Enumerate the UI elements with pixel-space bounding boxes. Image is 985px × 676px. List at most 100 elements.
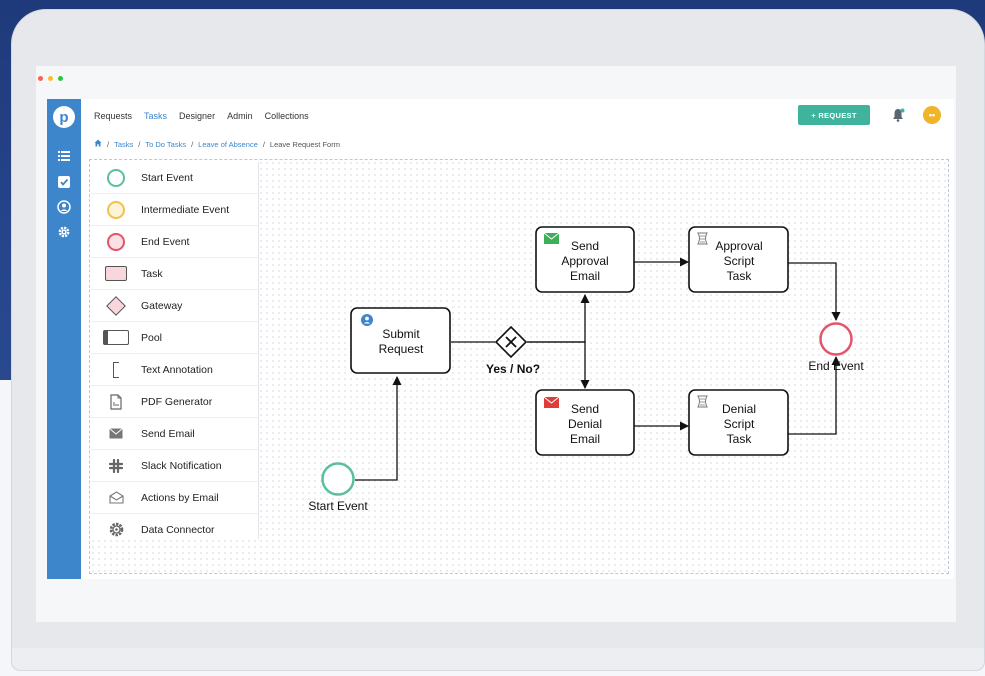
gateway-label: Yes / No? <box>486 362 540 376</box>
start-event-node[interactable]: Start Event <box>308 462 368 514</box>
palette-item-intermediate-event[interactable]: Intermediate Event <box>91 194 258 226</box>
pool-icon <box>103 330 129 345</box>
send-denial-label-line2: Denial <box>568 417 602 431</box>
top-navigation: Requests Tasks Designer Admin Collection… <box>94 111 309 121</box>
flow-start-to-submit[interactable] <box>355 376 402 481</box>
text-annotation-icon <box>113 361 119 378</box>
end-event-icon <box>107 232 125 251</box>
laptop-base <box>12 648 984 670</box>
element-palette: Start Event Intermediate Event End Event… <box>91 162 258 539</box>
nav-tasks[interactable]: Tasks <box>144 111 168 121</box>
palette-item-label: Task <box>141 267 163 280</box>
nav-collections[interactable]: Collections <box>264 111 309 121</box>
palette-item-start-event[interactable]: Start Event <box>91 162 258 194</box>
palette-item-task[interactable]: Task <box>91 258 258 290</box>
flow-denial-script-to-end[interactable] <box>788 356 841 435</box>
new-request-button[interactable]: + REQUEST <box>798 105 870 125</box>
task-icon <box>105 266 127 281</box>
pdf-icon <box>110 393 122 410</box>
palette-item-label: Pool <box>141 331 163 344</box>
end-event-node[interactable]: End Event <box>808 322 864 374</box>
send-denial-label-line3: Email <box>570 432 600 446</box>
script-icon <box>697 232 708 245</box>
denial-script-label-line1: Denial <box>722 402 756 416</box>
gear-icon[interactable] <box>57 225 71 239</box>
flow-gateway-to-approval[interactable] <box>527 294 590 343</box>
start-event-icon <box>107 168 125 187</box>
nav-requests[interactable]: Requests <box>94 111 133 121</box>
denial-script-label-line2: Script <box>724 417 755 431</box>
green-envelope-icon <box>543 232 560 244</box>
connector-gear-icon <box>109 522 123 537</box>
palette-item-label: Text Annotation <box>141 363 213 376</box>
logo[interactable]: p <box>53 106 75 128</box>
home-icon[interactable] <box>94 139 102 149</box>
palette-item-pdf-generator[interactable]: PDF Generator <box>91 386 258 418</box>
palette-item-gateway[interactable]: Gateway <box>91 290 258 322</box>
send-denial-label-line1: Send <box>571 402 599 416</box>
palette-item-label: Actions by Email <box>141 491 219 504</box>
minimize-dot[interactable] <box>48 76 53 81</box>
palette-item-actions-by-email[interactable]: Actions by Email <box>91 482 258 514</box>
exclusive-gateway[interactable]: Yes / No? <box>486 325 540 376</box>
slack-icon <box>109 458 123 473</box>
approval-script-label-line2: Script <box>724 254 755 268</box>
list-icon[interactable] <box>57 149 71 163</box>
check-square-icon[interactable] <box>57 175 71 189</box>
nav-admin[interactable]: Admin <box>227 111 253 121</box>
send-approval-label-line2: Approval <box>561 254 608 268</box>
user-icon <box>361 314 373 326</box>
palette-item-pool[interactable]: Pool <box>91 322 258 354</box>
breadcrumb-todo-tasks[interactable]: To Do Tasks <box>145 139 187 149</box>
palette-item-slack-notification[interactable]: Slack Notification <box>91 450 258 482</box>
maximize-dot[interactable] <box>58 76 63 81</box>
red-envelope-icon <box>543 396 560 408</box>
user-circle-icon[interactable] <box>57 200 71 214</box>
breadcrumb-current: Leave Request Form <box>269 139 340 149</box>
palette-item-send-email[interactable]: Send Email <box>91 418 258 450</box>
breadcrumb: / Tasks / To Do Tasks / Leave of Absence… <box>94 139 340 149</box>
palette-item-label: End Event <box>141 235 190 248</box>
close-x-icon <box>505 336 517 348</box>
email-actions-icon <box>108 491 124 504</box>
palette-item-label: Data Connector <box>141 523 215 536</box>
palette-item-data-connector[interactable]: Data Connector <box>91 514 258 545</box>
approval-script-label-line1: Approval <box>715 239 762 253</box>
palette-item-label: Intermediate Event <box>141 203 230 216</box>
avatar[interactable]: •• <box>923 106 941 124</box>
denial-script-label-line3: Task <box>727 432 753 446</box>
script-icon <box>697 395 708 408</box>
sidebar: p <box>47 99 81 579</box>
send-approval-label-line3: Email <box>570 269 600 283</box>
start-event-label: Start Event <box>308 499 368 513</box>
breadcrumb-tasks[interactable]: Tasks <box>114 139 134 149</box>
submit-request-task[interactable]: Submit Request <box>350 307 451 374</box>
bell-icon[interactable] <box>890 107 906 123</box>
nav-designer[interactable]: Designer <box>179 111 216 121</box>
approval-script-label-line3: Task <box>727 269 753 283</box>
palette-item-text-annotation[interactable]: Text Annotation <box>91 354 258 386</box>
send-approval-email-task[interactable]: Send Approval Email <box>535 226 635 293</box>
submit-request-label-line1: Submit <box>382 327 420 341</box>
submit-request-label-line2: Request <box>379 342 424 356</box>
approval-script-task[interactable]: Approval Script Task <box>688 226 789 293</box>
palette-item-label: Slack Notification <box>141 459 222 472</box>
window-controls <box>38 76 63 81</box>
denial-script-task[interactable]: Denial Script Task <box>688 389 789 456</box>
palette-item-label: PDF Generator <box>141 395 213 408</box>
send-approval-label-line1: Send <box>571 239 599 253</box>
breadcrumb-leave-of-absence[interactable]: Leave of Absence <box>198 139 258 149</box>
flow-approval-script-to-end[interactable] <box>788 262 841 321</box>
palette-item-label: Gateway <box>141 299 183 312</box>
send-denial-email-task[interactable]: Send Denial Email <box>535 389 635 456</box>
envelope-icon <box>109 428 123 439</box>
palette-item-label: Send Email <box>141 427 195 440</box>
flow-gateway-to-denial[interactable] <box>527 341 590 389</box>
palette-item-end-event[interactable]: End Event <box>91 226 258 258</box>
palette-item-label: Start Event <box>141 171 193 184</box>
end-event-label: End Event <box>808 359 864 373</box>
close-dot[interactable] <box>38 76 43 81</box>
intermediate-event-icon <box>107 200 125 219</box>
app-window: p Requests Tasks Designer Admin Collecti… <box>47 99 954 579</box>
